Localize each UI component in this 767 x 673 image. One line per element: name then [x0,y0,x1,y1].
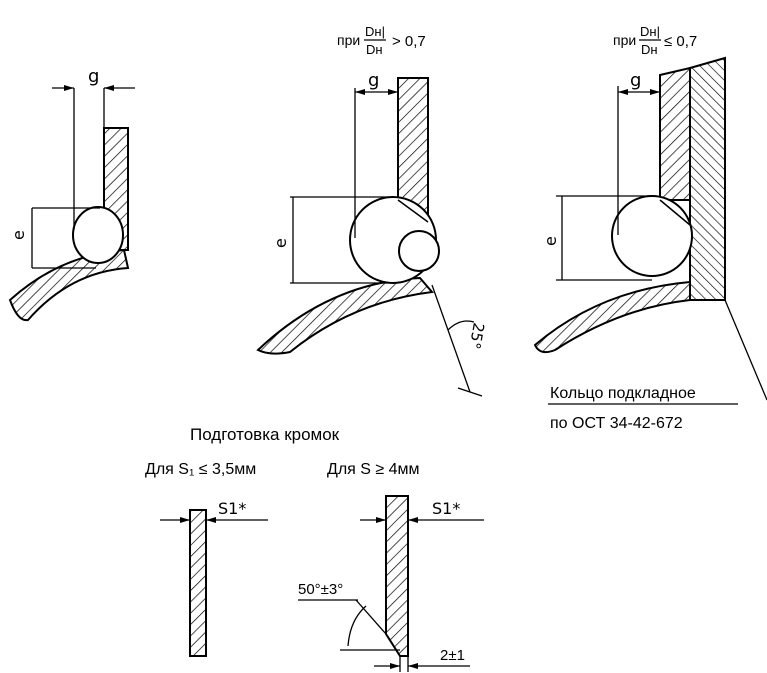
detail-3-weld [611,195,693,277]
detail-2-gap-label: g [368,70,379,91]
edge-prep-case-2-label: Для S ≥ 4мм [327,461,420,478]
detail-2-condition: при Dн| Dн > 0,7 [337,24,426,57]
detail-3-gap-label: g [630,70,641,91]
detail-3-plate [659,66,691,201]
detail-1-weld [72,206,124,264]
edge-prep-case-1-thickness: S1* [218,499,246,518]
detail-3-pipe [533,280,691,354]
detail-3-ratio-denominator: Dн [641,42,658,57]
detail-3-backing-ring [689,56,726,301]
detail-2-height-label: e [271,238,290,248]
detail-3-height-label: e [541,236,560,246]
detail-2-ratio-numerator: Dн| [365,24,385,39]
detail-3-ratio-numerator: Dн| [640,24,660,39]
ring-label-line-1: Кольцо подкладное [550,385,696,402]
detail-1 [8,85,135,322]
detail-2-condition-prefix: при [337,32,360,48]
detail-2 [256,77,483,397]
detail-3 [533,56,767,405]
edge-prep-root-gap: 2±1 [440,647,465,664]
detail-2-condition-op: > 0,7 [392,33,426,50]
edge-prep-case-2-plate [385,495,409,657]
edge-prep-case-1 [160,509,268,657]
detail-2-weld-small [398,230,440,272]
detail-2-angle-label: 25° [465,321,487,350]
detail-3-condition-prefix: при [613,32,636,48]
detail-3-condition: при Dн| Dн ≤ 0,7 [613,24,697,57]
edge-prep-case-1-label: Для S₁ ≤ 3,5мм [145,461,256,478]
edge-prep-bevel-angle: 50°±3° [298,581,343,598]
detail-1-height-label: e [9,230,28,240]
detail-2-ratio-denominator: Dн [366,42,383,57]
edge-prep-case-1-plate [189,509,207,657]
ring-label-line-2: по ОСТ 34-42-672 [550,415,683,432]
edge-prep-case-2-thickness: S1* [432,499,460,518]
edge-prep-case-2 [298,495,484,672]
detail-3-condition-op: ≤ 0,7 [664,33,697,50]
detail-2-pipe [256,276,434,355]
detail-1-gap-label: g [88,66,99,87]
edge-prep-title: Подготовка кромок [190,425,340,444]
